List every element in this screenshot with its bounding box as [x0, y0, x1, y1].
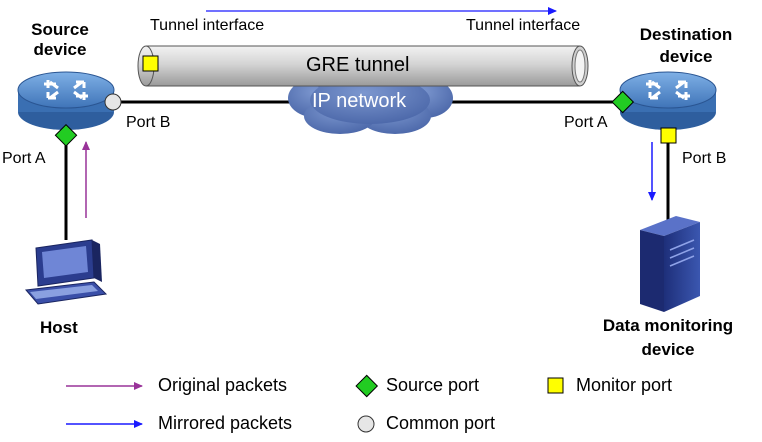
- destination-device-icon: [619, 71, 717, 130]
- ip-network-label: IP network: [312, 90, 407, 112]
- source-port-b-common-port: [104, 93, 122, 111]
- source-device-label: Source device: [31, 20, 89, 59]
- source-port-a-label: Port A: [2, 150, 46, 167]
- source-device-icon: [17, 71, 115, 130]
- host-label: Host: [40, 318, 78, 337]
- dest-port-a-label: Port A: [564, 114, 608, 131]
- data-monitoring-device-label: Data monitoring device: [602, 316, 734, 359]
- dest-port-a-source-port: [611, 90, 635, 114]
- legend-source-port-icon: [355, 374, 379, 398]
- legend-monitor-port-text: Monitor port: [576, 375, 673, 395]
- legend-source-port-text: Source port: [386, 375, 480, 395]
- ip-network-cloud: [288, 64, 453, 134]
- gre-tunnel-tube: [137, 45, 589, 87]
- source-port-b-label: Port B: [126, 114, 171, 131]
- host-computer-icon: [25, 239, 108, 305]
- tunnel-interface-monitor-port: [142, 55, 159, 72]
- destination-device-label: Destination device: [639, 25, 733, 66]
- legend-common-port-icon: [357, 415, 375, 433]
- dest-port-b-label: Port B: [682, 150, 727, 167]
- gre-tunnel-label: GRE tunnel: [306, 54, 410, 76]
- legend-common-port-text: Common port: [386, 413, 496, 433]
- tunnel-interface-right-label: Tunnel interface: [466, 17, 581, 34]
- dest-port-b-monitor-port: [660, 127, 677, 144]
- tunnel-interface-left-label: Tunnel interface: [150, 17, 265, 34]
- legend-monitor-port-icon: [547, 377, 564, 394]
- legend-mirrored-packets-text: Mirrored packets: [158, 413, 293, 433]
- source-port-a-source-port: [54, 123, 78, 147]
- legend-original-packets-text: Original packets: [158, 375, 288, 395]
- data-monitoring-server-icon: [640, 216, 700, 312]
